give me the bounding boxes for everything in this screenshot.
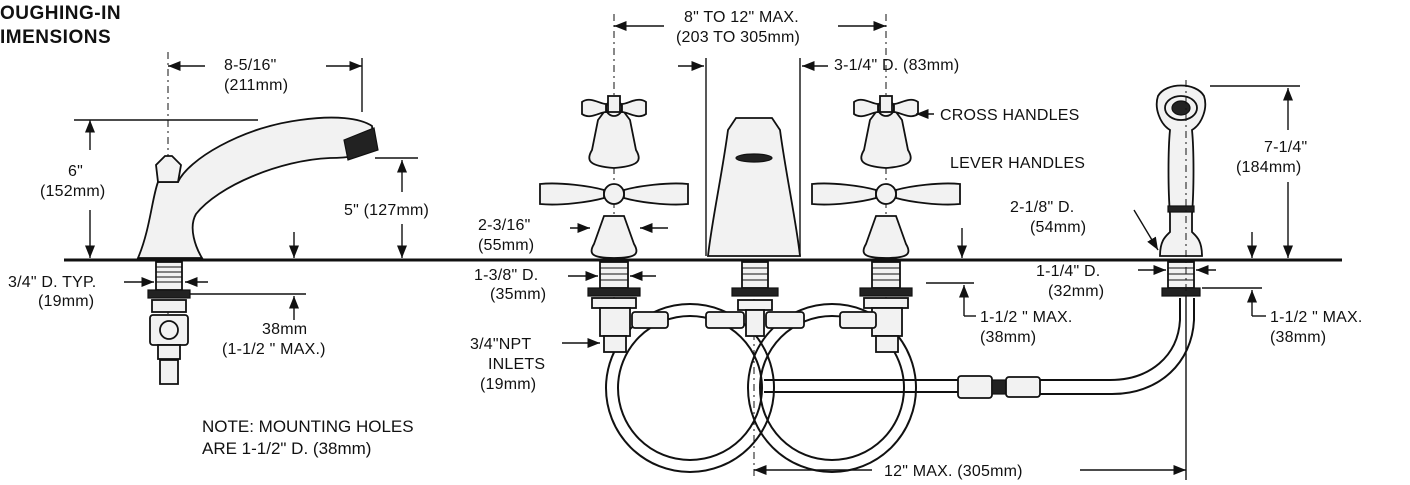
spout-height-dimension: 6" (152mm) <box>40 119 258 258</box>
max-38-in-label: (1-1/2 " MAX.) <box>222 341 326 358</box>
spout-base-dia-label: 3-1/4" D. (83mm) <box>834 57 959 74</box>
inlets-callout: 3/4"NPT INLETS (19mm) <box>470 336 600 393</box>
deck-spout <box>136 52 379 385</box>
cross-handles-label: CROSS HANDLES <box>940 107 1080 124</box>
valve-shank-label: 1-3/8" D. <box>474 267 538 284</box>
valve-max-dimension: 1-1/2 " MAX. (38mm) <box>926 282 1073 346</box>
handshower-base-dimension: 2-1/8" D. (54mm) <box>1010 199 1159 251</box>
note-block: NOTE: MOUNTING HOLES ARE 1-1/2" D. (38mm… <box>202 417 414 458</box>
valve-max-label: 1-1/2 " MAX. <box>980 309 1073 326</box>
spout-reach-dimension: 8-5/16" (211mm) <box>168 57 363 112</box>
right-valve <box>811 95 961 353</box>
spread-mm-label: (203 TO 305mm) <box>676 29 800 46</box>
hs-shank-label: 1-1/4" D. <box>1036 263 1100 280</box>
hs-height-label: 7-1/4" <box>1264 139 1307 156</box>
hs-shank-mm-label: (32mm) <box>1048 283 1104 300</box>
spout-max-dimension: 38mm (1-1/2 " MAX.) <box>190 232 326 358</box>
hs-height-mm-label: (184mm) <box>1236 159 1301 176</box>
hs-base-mm-label: (54mm) <box>1030 219 1086 236</box>
title-block: OUGHING-IN IMENSIONS <box>0 3 121 48</box>
spout-reach-mm-label: (211mm) <box>224 77 288 94</box>
valve-max-mm-label: (38mm) <box>980 329 1036 346</box>
handle-labels: CROSS HANDLES LEVER HANDLES <box>916 107 1085 172</box>
handshower-height-dimension: 7-1/4" (184mm) <box>1210 85 1307 258</box>
inlets-label-1: 3/4"NPT <box>470 336 531 353</box>
handshower <box>1155 80 1207 300</box>
valve-shank-mm-label: (35mm) <box>490 286 546 303</box>
lever-handles-label: LEVER HANDLES <box>950 155 1085 172</box>
spread-label: 8" TO 12" MAX. <box>684 9 799 26</box>
valve-base-label: 2-3/16" <box>478 217 530 234</box>
hose-max-label: 12" MAX. (305mm) <box>884 463 1023 480</box>
left-valve <box>539 95 689 353</box>
spread-dimension: 8" TO 12" MAX. (203 TO 305mm) <box>614 9 886 46</box>
inlets-label-2: INLETS <box>488 356 545 373</box>
handshower-shank-dimension: 1-1/4" D. (32mm) <box>1036 263 1216 300</box>
spout-5in-label: 5" (127mm) <box>344 202 429 219</box>
spout-base-dimension: 3-1/4" D. (83mm) <box>678 57 959 256</box>
valve-base-dimension: 2-3/16" (55mm) <box>478 217 968 258</box>
spout-reach-label: 8-5/16" <box>224 57 276 74</box>
note-line-1: NOTE: MOUNTING HOLES <box>202 417 414 436</box>
hs-max-mm-label: (38mm) <box>1270 329 1326 346</box>
center-spout <box>705 117 805 337</box>
valve-base-mm-label: (55mm) <box>478 237 534 254</box>
title-line-2: IMENSIONS <box>0 27 111 48</box>
max-38-label: 38mm <box>262 321 307 338</box>
spout-outlet-dimension: 5" (127mm) <box>344 157 429 258</box>
spout-shank-dimension: 3/4" D. TYP. (19mm) <box>8 274 208 310</box>
height-6-label: 6" <box>68 163 83 180</box>
shank-dia-label: 3/4" D. TYP. <box>8 274 96 291</box>
inlets-mm-label: (19mm) <box>480 376 536 393</box>
note-line-2: ARE 1-1/2" D. (38mm) <box>202 439 371 458</box>
shank-dia-mm-label: (19mm) <box>38 293 94 310</box>
valve-shank-dimension: 1-3/8" D. (35mm) <box>474 267 656 303</box>
hs-base-label: 2-1/8" D. <box>1010 199 1074 216</box>
handshower-max-dimension: 1-1/2 " MAX. (38mm) <box>1202 232 1363 346</box>
hs-max-label: 1-1/2 " MAX. <box>1270 309 1363 326</box>
hose-max-dimension: 12" MAX. (305mm) <box>754 270 1187 480</box>
title-line-1: OUGHING-IN <box>0 3 121 24</box>
supply-hoses <box>605 298 1195 473</box>
height-6-mm-label: (152mm) <box>40 183 105 200</box>
